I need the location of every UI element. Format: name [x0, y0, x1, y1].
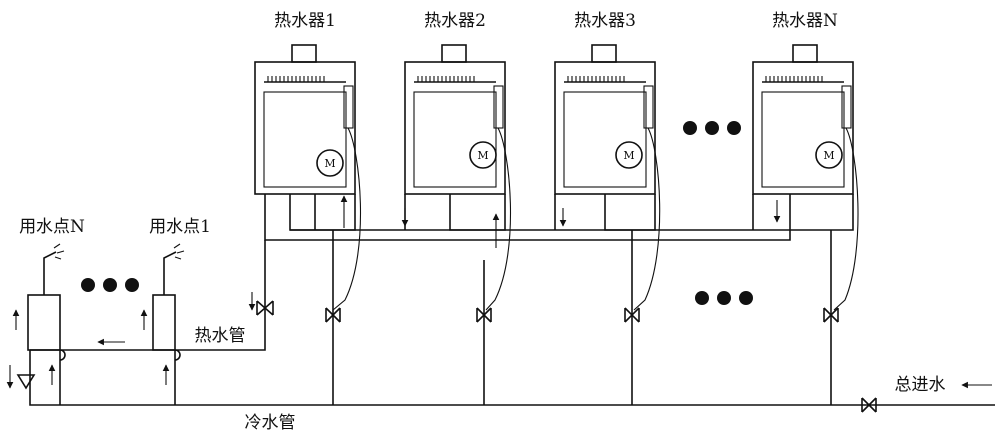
heater-2-label: 热水器2 [424, 11, 486, 31]
heater-n-control-wire [833, 127, 859, 311]
cold-pipe-label: 冷水管 [245, 413, 296, 433]
riser-valves [325, 307, 839, 323]
heater-ellipsis [683, 121, 741, 135]
heater-3-inner [563, 91, 647, 188]
heater-3-label: 热水器3 [574, 11, 636, 31]
use-point-1-spray-icon [173, 243, 185, 260]
drain-symbol [16, 374, 36, 390]
heater-1-control-wire [332, 127, 362, 311]
heater-1-label: 热水器1 [274, 11, 336, 31]
use-point-1-mixer [152, 294, 176, 351]
hot-pipe-label: 热水管 [195, 326, 246, 346]
heater-n-motor-icon [815, 141, 843, 169]
use-point-n-crossover [59, 349, 66, 361]
heater-1-motor-icon [316, 149, 344, 177]
heater-n-body [752, 61, 854, 195]
heater-n-inner [761, 91, 845, 188]
heater-unit-n: M 热水器N [752, 11, 859, 311]
use-point-1-label: 用水点1 [149, 217, 211, 237]
use-point-1-faucet [163, 251, 177, 295]
use-point-n-mixer [27, 294, 61, 351]
heater-unit-1: M 热水器1 [254, 11, 362, 311]
heater-3-motor-label: M [623, 149, 634, 162]
heater-3-control-wire [633, 127, 661, 311]
main-inlet-valve [861, 397, 877, 413]
heater-unit-2: M 热水器2 [404, 11, 512, 311]
heater-2-control-wire [485, 127, 512, 311]
heater-2-burner-teeth [417, 76, 475, 82]
main-inlet-label: 总进水 [895, 375, 946, 395]
cold-water-pipe [29, 350, 995, 406]
manifold-flow-arrows [340, 195, 781, 248]
heater-2-body [404, 61, 506, 195]
heater-1-exhaust [291, 44, 317, 63]
hot-pipe-valve [256, 300, 274, 316]
heater-unit-3: M 热水器3 [554, 11, 661, 311]
heater-1-body [254, 61, 356, 195]
use-point-n-spray-icon [53, 243, 65, 260]
heater-n-burner-teeth [765, 76, 823, 82]
heater-n-exhaust [792, 44, 818, 63]
riser-ellipsis [695, 291, 753, 305]
heater-3-exhaust [591, 44, 617, 63]
heater-2-inner [413, 91, 497, 188]
heater-1-inner [263, 91, 347, 188]
hot-water-pipe [30, 240, 266, 351]
heater-2-exhaust [441, 44, 467, 63]
use-point-n-faucet [43, 251, 57, 295]
heater-n-motor-label: M [823, 149, 834, 162]
hot-water-manifold [264, 194, 791, 241]
heater-1-burner-teeth [267, 76, 325, 82]
heater-1-motor-label: M [324, 157, 335, 170]
heater-connection-frames [289, 194, 854, 231]
use-point-n: 用水点N [12, 217, 85, 405]
heater-2-motor-label: M [477, 149, 488, 162]
heater-n-label: 热水器N [772, 11, 838, 31]
use-point-1: 用水点1 [140, 217, 211, 405]
use-point-n-label: 用水点N [19, 217, 85, 237]
use-point-1-crossover [174, 349, 181, 361]
use-point-ellipsis [81, 278, 139, 292]
heater-3-motor-icon [615, 141, 643, 169]
heater-3-burner-teeth [567, 76, 625, 82]
heater-2-motor-icon [469, 141, 497, 169]
heater-cold-risers [332, 230, 832, 405]
